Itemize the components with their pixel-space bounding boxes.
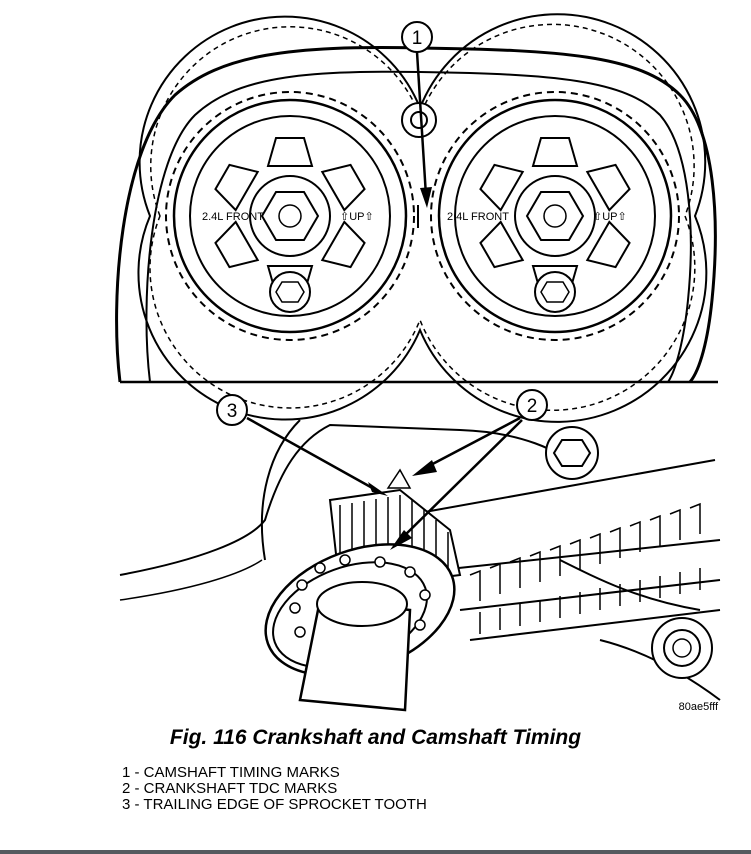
callout-1: 1 <box>401 21 433 208</box>
timing-diagram: 2.4L FRONT ⇧UP⇧ 2.4L FRONT ⇧UP⇧ <box>115 13 721 713</box>
svg-text:1: 1 <box>412 28 423 49</box>
up-arrow-label-right: ⇧UP⇧ <box>593 211 627 223</box>
svg-text:2: 2 <box>527 396 538 417</box>
camshaft-sprocket-right: 2.4L FRONT ⇧UP⇧ <box>430 91 680 341</box>
legend-list: 1 - CAMSHAFT TIMING MARKS 2 - CRANKSHAFT… <box>122 765 427 813</box>
up-arrow-label-left: ⇧UP⇧ <box>340 211 374 223</box>
crankshaft-flange <box>264 543 456 712</box>
bottom-bar <box>0 850 751 854</box>
svg-text:3: 3 <box>227 401 238 422</box>
sprocket-label-left: 2.4L FRONT <box>202 211 264 223</box>
timing-belt-bottom <box>379 459 721 641</box>
camshaft-panel: 2.4L FRONT ⇧UP⇧ 2.4L FRONT ⇧UP⇧ <box>115 13 717 423</box>
camshaft-sprocket-left: 2.4L FRONT ⇧UP⇧ <box>165 91 415 341</box>
callout-2: 2 <box>390 389 548 550</box>
image-code: 80ae5fff <box>679 701 719 713</box>
legend-item-1: 1 - CAMSHAFT TIMING MARKS <box>122 764 340 781</box>
callout-3: 3 <box>216 394 388 496</box>
crankshaft-panel: 2 3 80ae5fff <box>119 389 721 713</box>
figure-caption: Fig. 116 Crankshaft and Camshaft Timing <box>169 726 582 749</box>
sprocket-label-right: 2.4L FRONT <box>447 211 509 223</box>
timing-belt-top <box>137 13 708 423</box>
legend-item-2: 2 - CRANKSHAFT TDC MARKS <box>122 780 338 797</box>
housing-outline <box>115 46 717 383</box>
legend-item-3: 3 - TRAILING EDGE OF SPROCKET TOOTH <box>122 796 427 813</box>
